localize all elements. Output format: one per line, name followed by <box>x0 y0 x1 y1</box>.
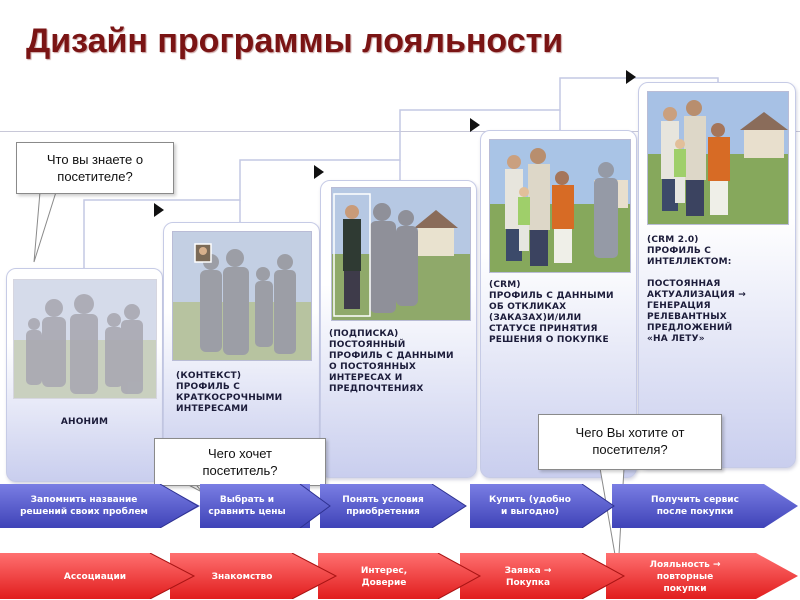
stage-caption: (КОНТЕКСТ) ПРОФИЛЬ С КРАТКОСРОЧНЫМИ ИНТЕ… <box>176 371 283 414</box>
stage-caption: (ПОДПИСКА) ПОСТОЯННЫЙ ПРОФИЛЬ С ДАННЫМИ … <box>329 329 454 394</box>
visitor-step-5: Получить сервис после покупки <box>651 495 739 517</box>
stage-caption: (CRM) ПРОФИЛЬ С ДАННЫМИ ОБ ОТКЛИКАХ (ЗАК… <box>489 280 614 345</box>
company-process-band <box>0 553 798 599</box>
stage-anonymous: АНОНИМ <box>6 268 163 482</box>
callout-text: Что вы знаете о посетителе? <box>46 152 144 184</box>
company-step-3: Интерес, Доверие <box>360 566 408 588</box>
visitor-step-3: Понять условия приобретения <box>342 495 424 517</box>
company-step-2: Знакомство <box>211 572 273 582</box>
visitor-step-2: Выбрать и сравнить цены <box>208 495 286 517</box>
arrow-marker-3 <box>470 118 480 132</box>
visitor-process-band <box>0 484 798 528</box>
context-family-image <box>172 231 312 361</box>
arrow-marker-1 <box>154 203 164 217</box>
anonymous-silhouette-image <box>13 279 157 399</box>
arrow-marker-4 <box>626 70 636 84</box>
stage-context: (КОНТЕКСТ) ПРОФИЛЬ С КРАТКОСРОЧНЫМИ ИНТЕ… <box>163 222 320 470</box>
company-step-5: Лояльность → повторные покупки <box>649 560 721 594</box>
stage-subscription: (ПОДПИСКА) ПОСТОЯННЫЙ ПРОФИЛЬ С ДАННЫМИ … <box>320 180 477 478</box>
company-step-4: Заявка → Покупка <box>504 566 552 588</box>
callout-know-visitor: Что вы знаете о посетителе? <box>16 142 174 194</box>
stage-caption: АНОНИМ <box>60 417 109 427</box>
arrow-marker-2 <box>314 165 324 179</box>
page-title: Дизайн программы лояльности <box>26 22 564 60</box>
stage-crm2: (CRM 2.0) ПРОФИЛЬ С ИНТЕЛЛЕКТОМ: ПОСТОЯН… <box>638 82 796 468</box>
callout-text: Чего Вы хотите от посетителя? <box>575 425 685 457</box>
company-step-1: Ассоциации <box>63 572 127 582</box>
stage-caption: (CRM 2.0) ПРОФИЛЬ С ИНТЕЛЛЕКТОМ: ПОСТОЯН… <box>647 235 747 344</box>
callout-text: Чего хочет посетитель? <box>202 446 278 478</box>
callout-you-want: Чего Вы хотите от посетителя? <box>538 414 722 470</box>
visitor-step-1: Запомнить название решений своих проблем <box>20 495 148 517</box>
visitor-step-4: Купить (удобно и выгодно) <box>489 495 571 517</box>
subscription-family-image <box>331 187 471 321</box>
callout-visitor-wants: Чего хочет посетитель? <box>154 438 326 486</box>
stage-crm: (CRM) ПРОФИЛЬ С ДАННЫМИ ОБ ОТКЛИКАХ (ЗАК… <box>480 130 637 478</box>
crm2-family-image <box>647 91 789 225</box>
crm-family-image <box>489 139 631 273</box>
